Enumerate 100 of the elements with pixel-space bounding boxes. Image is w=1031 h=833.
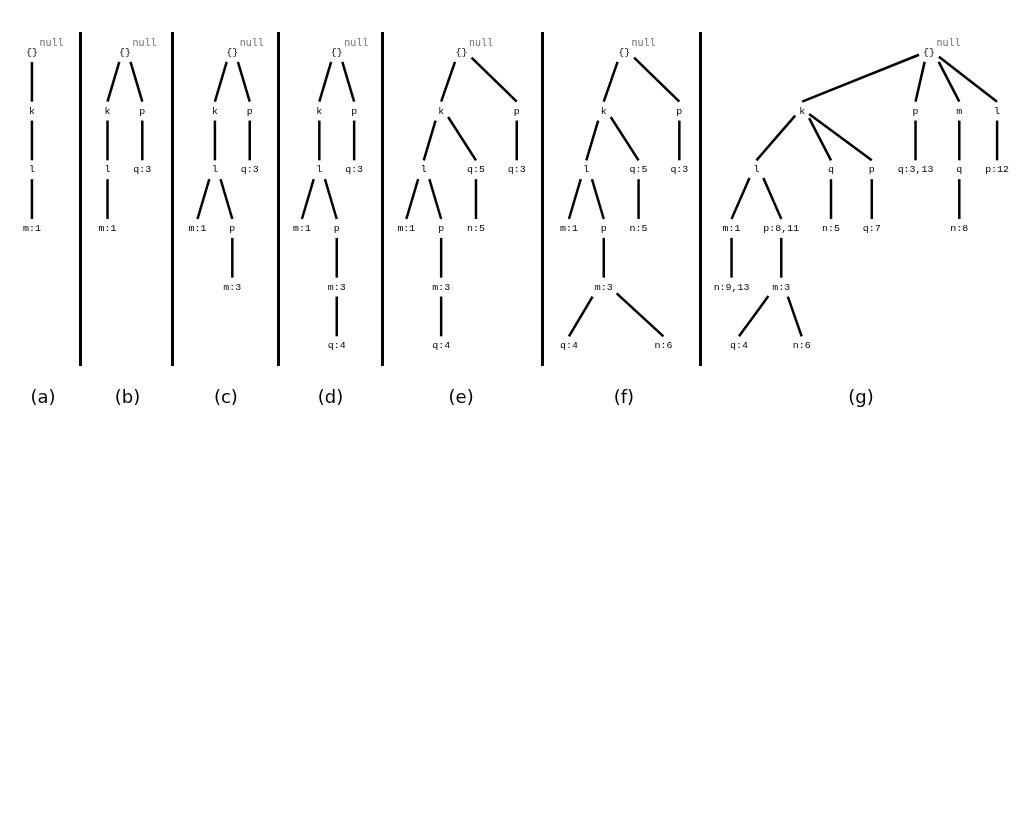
connector xyxy=(422,120,437,161)
node-text: q:4 xyxy=(327,339,346,352)
node-text: m:1 xyxy=(396,222,415,234)
connector xyxy=(584,120,599,161)
connector xyxy=(995,120,998,161)
connector xyxy=(30,120,33,161)
connector xyxy=(602,237,605,278)
node-text: k xyxy=(600,105,607,117)
node-text: m:3 xyxy=(594,281,613,293)
connector xyxy=(427,178,442,220)
connector xyxy=(937,61,960,103)
connector xyxy=(636,179,640,219)
connector xyxy=(913,120,917,161)
node-text: p:12 xyxy=(984,163,1009,176)
node-annotation: null xyxy=(631,38,656,49)
connector xyxy=(807,117,832,161)
node-text: {} xyxy=(118,46,131,58)
connector xyxy=(439,296,442,337)
node-annotation: null xyxy=(469,38,494,49)
connector xyxy=(105,120,109,161)
connector xyxy=(567,178,582,220)
connector xyxy=(801,53,919,103)
node-text: {} xyxy=(455,46,468,58)
connector xyxy=(128,61,143,102)
connector xyxy=(213,120,216,161)
panel-label: (c) xyxy=(213,388,238,407)
connector xyxy=(829,179,832,219)
node-text: q:5 xyxy=(466,163,485,176)
node-text: m:3 xyxy=(431,281,450,293)
node-text: {} xyxy=(617,46,630,58)
panel-label: (g) xyxy=(848,388,874,407)
node-text: m:3 xyxy=(222,281,241,293)
connector xyxy=(340,61,355,102)
node-text: q xyxy=(955,163,962,176)
node-text: k xyxy=(315,105,322,117)
node-text: l xyxy=(104,163,110,176)
node-text: m:1 xyxy=(98,222,116,234)
connector xyxy=(446,116,477,161)
connector xyxy=(729,237,733,278)
node-text: l xyxy=(420,163,427,176)
connector xyxy=(300,178,315,220)
connector xyxy=(677,120,681,161)
node-text: m:1 xyxy=(22,222,41,234)
panel-label: (e) xyxy=(448,388,474,407)
node-text: m:1 xyxy=(292,222,311,234)
node-text: q:7 xyxy=(862,222,881,234)
connector xyxy=(439,237,442,278)
connector xyxy=(590,178,605,220)
node-text: k xyxy=(798,105,805,117)
node-text: n:5 xyxy=(466,222,485,234)
connector xyxy=(335,237,338,278)
connector xyxy=(807,113,872,162)
panel-label: (d) xyxy=(317,388,344,407)
node-text: l xyxy=(211,163,218,176)
connector xyxy=(30,179,33,219)
node-text: p xyxy=(437,222,444,234)
connector xyxy=(352,120,355,161)
connector xyxy=(729,177,751,220)
node-text: m:1 xyxy=(559,222,578,234)
node-text: {} xyxy=(225,46,238,58)
connector xyxy=(786,296,803,337)
node-text: m:1 xyxy=(722,222,740,234)
node-text: q:3 xyxy=(240,163,259,176)
node-text: p xyxy=(675,105,682,117)
connector xyxy=(779,237,783,278)
node-text: p xyxy=(912,105,919,117)
connector xyxy=(317,61,332,102)
connector xyxy=(218,178,233,220)
connector xyxy=(474,179,477,219)
node-text: n:5 xyxy=(629,222,648,234)
node-text: p xyxy=(600,222,607,234)
node-text: q:5 xyxy=(629,163,648,176)
connector xyxy=(404,178,419,220)
node-text: p xyxy=(868,163,875,176)
connector xyxy=(105,61,120,102)
connector xyxy=(515,120,518,161)
node-annotation: null xyxy=(39,38,64,49)
node-text: l xyxy=(993,105,1000,117)
connector xyxy=(236,61,251,102)
connector xyxy=(937,55,998,103)
connector xyxy=(213,61,228,102)
connector xyxy=(470,56,518,103)
node-text: q:3 xyxy=(507,163,526,176)
node-text: l xyxy=(315,163,322,176)
node-text: p xyxy=(350,105,357,117)
node-text: p xyxy=(246,105,253,117)
connector xyxy=(913,61,926,102)
connector xyxy=(754,114,796,162)
node-annotation: null xyxy=(344,38,369,49)
connector xyxy=(30,61,33,102)
panel-label: (a) xyxy=(30,388,56,407)
node-text: n:6 xyxy=(653,339,672,352)
node-text: p xyxy=(228,222,235,234)
connector xyxy=(140,120,144,161)
connector xyxy=(230,237,234,278)
node-text: {} xyxy=(922,46,935,58)
node-text: n:9,13 xyxy=(713,281,749,293)
connector xyxy=(609,116,640,161)
node-text: q:3 xyxy=(669,163,688,176)
connector xyxy=(602,61,619,103)
